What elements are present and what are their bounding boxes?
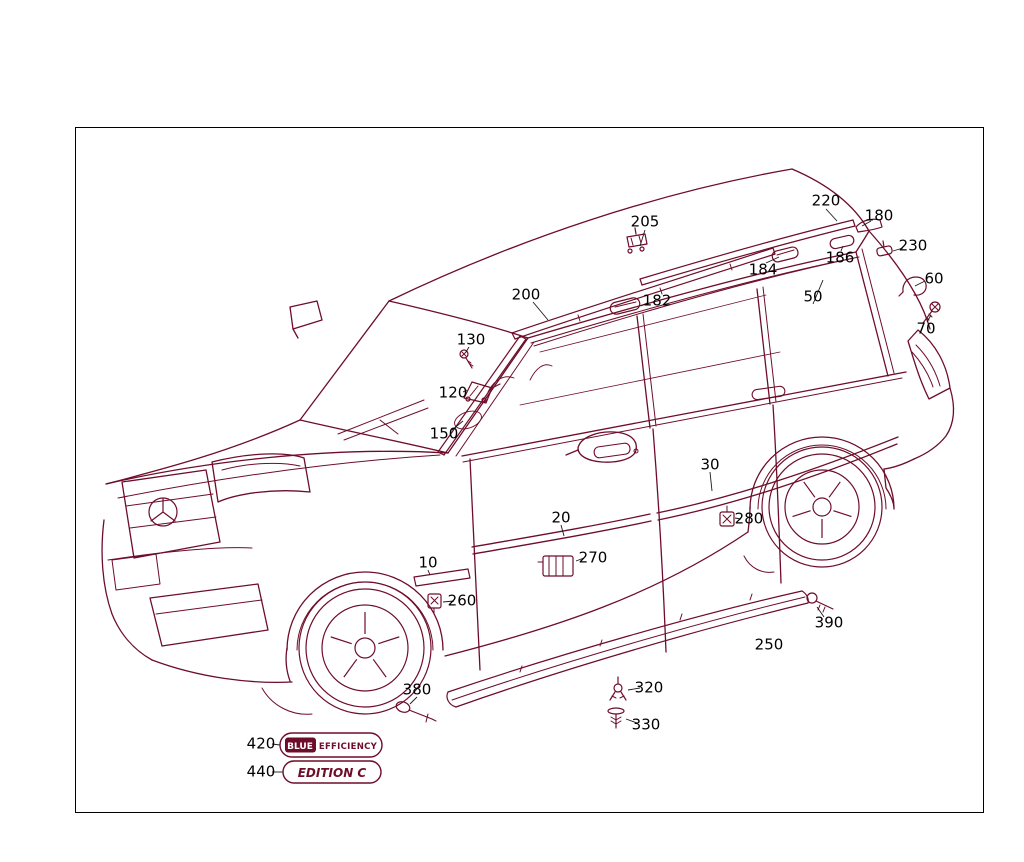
part-label-70[interactable]: 70 — [916, 319, 936, 338]
screw-70 — [922, 301, 941, 324]
part-label-120[interactable]: 120 — [438, 383, 468, 402]
clip-230 — [876, 240, 893, 257]
part-label-186[interactable]: 186 — [825, 248, 855, 267]
part-label-260[interactable]: 260 — [447, 591, 477, 610]
part-label-220[interactable]: 220 — [811, 191, 841, 210]
part-label-50[interactable]: 50 — [803, 287, 823, 306]
part-label-280[interactable]: 280 — [734, 509, 764, 528]
exploded-parts — [395, 218, 941, 729]
part-label-180[interactable]: 180 — [864, 206, 894, 225]
part-label-60[interactable]: 60 — [924, 269, 944, 288]
part-label-20[interactable]: 20 — [551, 508, 571, 527]
part-label-30[interactable]: 30 — [700, 455, 720, 474]
part-label-150[interactable]: 150 — [429, 424, 459, 443]
part-label-330[interactable]: 330 — [631, 715, 661, 734]
trim-150 — [437, 335, 527, 456]
pin-380 — [395, 701, 437, 723]
part-label-130[interactable]: 130 — [456, 330, 486, 349]
part-label-184[interactable]: 184 — [748, 260, 778, 279]
part-label-250[interactable]: 250 — [754, 635, 784, 654]
part-label-380[interactable]: 380 — [402, 680, 432, 699]
part-label-182[interactable]: 182 — [642, 291, 672, 310]
part-label-390[interactable]: 390 — [814, 613, 844, 632]
rivet-330 — [607, 707, 625, 729]
part-label-320[interactable]: 320 — [634, 678, 664, 697]
badge-edition-text: EDITION C — [298, 766, 367, 780]
rear-wheel — [761, 446, 883, 568]
clip-260 — [427, 593, 442, 615]
clip-320 — [609, 676, 627, 701]
part-label-200[interactable]: 200 — [511, 285, 541, 304]
badge-blue-text: BLUE — [287, 742, 313, 752]
hook-60 — [898, 276, 927, 297]
endcap-180 — [855, 218, 883, 233]
roof-strip-200 — [511, 247, 776, 340]
clip-280 — [719, 505, 735, 527]
bracket-270 — [537, 555, 574, 577]
badge-420: BLUE EFFICIENCY — [279, 732, 383, 758]
part-label-270[interactable]: 270 — [578, 548, 608, 567]
roof-strip-220 — [639, 219, 856, 286]
part-label-440[interactable]: 440 — [246, 762, 276, 781]
badge-efficiency-text: EFFICIENCY — [319, 742, 378, 752]
leader-lines — [271, 208, 932, 773]
part-label-420[interactable]: 420 — [246, 734, 276, 753]
bracket-184 — [771, 246, 799, 263]
skirt-250 — [446, 590, 809, 708]
sill-strip-10 — [413, 568, 471, 587]
clip-205 — [626, 227, 648, 254]
front-wheel — [298, 581, 432, 715]
bracket-182 — [609, 297, 641, 315]
part-label-10[interactable]: 10 — [418, 553, 438, 572]
part-label-205[interactable]: 205 — [630, 212, 660, 231]
part-label-230[interactable]: 230 — [898, 236, 928, 255]
screw-130 — [459, 349, 474, 369]
